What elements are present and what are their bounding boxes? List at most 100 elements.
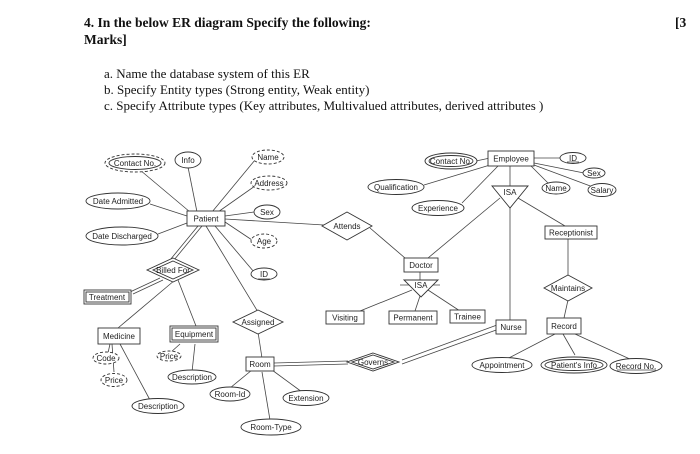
relationship-assigned-label: Assigned (242, 318, 275, 327)
relationship-governs-label: Governs (358, 358, 388, 367)
entity-patient: Patient (186, 210, 226, 227)
attr-room-id-label: Room-Id (215, 390, 246, 399)
attr-appointment-label: Appointment (480, 361, 526, 370)
entity-room: Room (245, 356, 275, 372)
relationship-maintains-label: Maintains (551, 284, 585, 293)
entity-visiting: Visiting (325, 310, 365, 325)
attr-eq-description: Description (167, 369, 217, 385)
entity-record-label: Record (551, 322, 577, 331)
entity-employee-label: Employee (493, 155, 529, 164)
relationship-attends: Attends (321, 211, 373, 241)
attr-emp-name: Name (541, 181, 571, 195)
entity-nurse: Nurse (495, 319, 527, 335)
attr-date-discharged: Date Discharged (85, 226, 159, 246)
isa-employee-label: ISA (504, 188, 518, 197)
attr-date-discharged-label: Date Discharged (92, 232, 152, 241)
entity-medicine-label: Medicine (103, 332, 136, 341)
attr-date-admitted: Date Admitted (85, 192, 151, 210)
entity-treatment-label: Treatment (89, 293, 126, 302)
question-marks-open: [3 (675, 15, 687, 30)
question-item-a: a. Name the database system of this ER (104, 66, 310, 81)
isa-doctor-label: ISA (415, 281, 429, 290)
attr-emp-contact-label: Contact No. (430, 157, 472, 166)
entity-patient-label: Patient (194, 215, 220, 224)
attr-record-no: Record No. (609, 358, 663, 374)
attr-qualification: Qualification (367, 179, 425, 195)
entity-permanent-label: Permanent (393, 314, 433, 323)
attr-room-extension: Extension (282, 390, 330, 406)
attr-patient-id: ID (250, 267, 278, 281)
entity-receptionist-label: Receptionist (549, 229, 594, 238)
entity-equipment-label: Equipment (175, 330, 214, 339)
entity-equipment: Equipment (169, 325, 219, 343)
attr-date-admitted-label: Date Admitted (93, 197, 143, 206)
entity-record: Record (546, 317, 582, 335)
relationship-governs: Governs (345, 352, 401, 372)
entity-permanent: Permanent (388, 310, 438, 325)
attr-patient-name-label: Name (257, 153, 279, 162)
relationship-billed-for: Billed For (145, 257, 201, 283)
attr-patient-info-label: Info (181, 156, 195, 165)
attr-med-code-label: Code (96, 354, 116, 363)
attr-emp-id: ID (559, 152, 587, 164)
attr-patient-info: Info (174, 151, 202, 169)
attr-patient-age: Age (250, 233, 278, 249)
attr-emp-name-label: Name (545, 184, 567, 193)
entity-trainee-label: Trainee (454, 313, 481, 322)
entity-visiting-label: Visiting (332, 314, 358, 323)
question-title: 4. In the below ER diagram Specify the f… (84, 15, 371, 30)
question-item-b: b. Specify Entity types (Strong entity, … (104, 82, 370, 97)
attr-qualification-label: Qualification (374, 183, 418, 192)
entity-doctor-label: Doctor (409, 261, 433, 270)
attr-patient-sex-label: Sex (260, 208, 274, 217)
entity-employee: Employee (487, 150, 535, 167)
attr-room-extension-label: Extension (288, 394, 323, 403)
relationship-assigned: Assigned (231, 309, 285, 335)
attr-record-no-label: Record No. (616, 362, 656, 371)
attr-emp-id-label: ID (569, 154, 577, 163)
question-item-c: c. Specify Attribute types (Key attribut… (104, 98, 544, 113)
attr-patient-age-label: Age (257, 237, 272, 246)
attr-patient-address-label: Address (254, 179, 283, 188)
attr-emp-sex-label: Sex (587, 169, 601, 178)
attr-med-price: Price (100, 373, 128, 387)
attr-med-description-label: Description (138, 402, 178, 411)
relationship-billed-for-label: Billed For (156, 266, 190, 275)
attr-med-description: Description (131, 398, 185, 414)
attr-eq-price: Price (156, 350, 182, 362)
attr-eq-description-label: Description (172, 373, 212, 382)
entity-medicine: Medicine (97, 327, 141, 345)
attr-patient-contact-label: Contact No. (114, 159, 156, 168)
attr-patient-sex: Sex (253, 204, 281, 220)
relationship-attends-label: Attends (333, 222, 360, 231)
attr-med-code: Code (92, 351, 120, 365)
attr-emp-contact: Contact No. (424, 152, 478, 170)
entity-nurse-label: Nurse (500, 323, 522, 332)
entity-treatment: Treatment (83, 289, 132, 305)
attr-patient-address: Address (250, 175, 288, 191)
attr-experience-label: Experience (418, 204, 459, 213)
attr-emp-salary-label: Salary (591, 186, 614, 195)
attr-room-type-label: Room-Type (250, 423, 292, 432)
attr-appointment: Appointment (471, 357, 533, 373)
attr-eq-price-label: Price (160, 352, 179, 361)
attr-room-type: Room-Type (240, 418, 302, 436)
attr-med-price-label: Price (105, 376, 124, 385)
attr-patients-info: Patient's Info (540, 356, 608, 374)
entity-trainee: Trainee (449, 309, 486, 324)
entity-room-label: Room (249, 360, 271, 369)
entity-receptionist: Receptionist (544, 225, 598, 240)
question-marks-close: Marks] (84, 32, 127, 47)
attr-patient-id-label: ID (260, 270, 268, 279)
entity-doctor: Doctor (403, 257, 439, 273)
attr-patient-contact: Contact No. (104, 153, 166, 173)
attr-patient-name: Name (251, 149, 285, 165)
isa-doctor: ISA (402, 279, 440, 298)
attr-experience: Experience (411, 200, 465, 216)
attr-room-id: Room-Id (209, 386, 251, 402)
connector-lines (107, 157, 633, 421)
isa-employee: ISA (491, 185, 529, 209)
attr-emp-salary: Salary (587, 183, 617, 197)
